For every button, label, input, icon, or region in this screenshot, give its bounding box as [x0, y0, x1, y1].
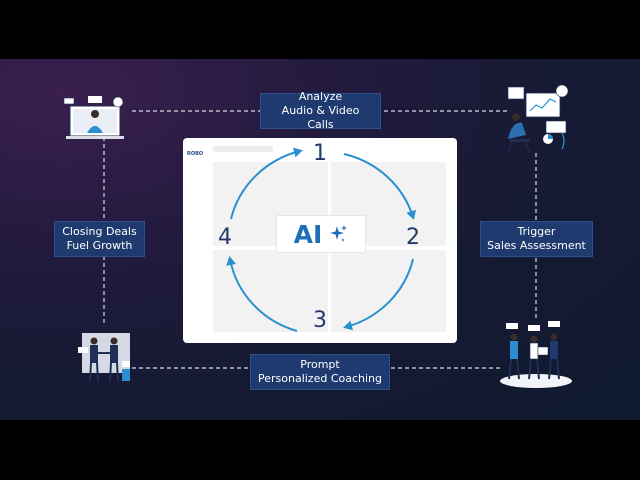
step-number-4: 4 — [218, 225, 232, 250]
step-2-title-line1: Trigger — [517, 225, 556, 238]
step-3-title-line1: Prompt — [300, 358, 340, 371]
arrow-3-to-4 — [226, 256, 298, 332]
card-header-bar — [213, 146, 273, 152]
team-meeting-icon — [500, 321, 572, 388]
card-pane-bottom-right — [331, 250, 446, 332]
card-logo: ROBO — [187, 151, 204, 157]
step-4-label: Closing Deals Fuel Growth — [54, 221, 145, 257]
step-number-3: 3 — [313, 308, 327, 333]
arrow-2-to-3 — [343, 258, 414, 331]
analytics-desk-icon — [507, 84, 569, 154]
step-1-label: Analyze Audio & Video Calls — [260, 90, 381, 131]
diagram-stage: Analyze Audio & Video Calls Trigger Sale… — [0, 59, 640, 420]
arrow-1-to-2 — [343, 153, 416, 220]
step-1-title-line2: Audio & Video Calls — [281, 104, 360, 131]
step-number-1: 1 — [313, 141, 327, 166]
video-call-icon — [63, 96, 124, 139]
step-4-title-line1: Closing Deals — [62, 225, 137, 238]
ai-label: AI — [293, 219, 323, 249]
step-2-label: Trigger Sales Assessment — [480, 221, 593, 257]
step-4-title-line2: Fuel Growth — [66, 239, 133, 252]
sparkle-icon — [330, 225, 348, 242]
step-3-title-line2: Personalized Coaching — [257, 372, 383, 385]
handshake-deal-icon — [78, 333, 130, 382]
step-1-title-line1: Analyze — [298, 90, 343, 103]
step-3-label: Prompt Personalized Coaching — [250, 354, 390, 390]
cycle-arrows — [226, 147, 416, 332]
step-2-title-line2: Sales Assessment — [487, 239, 586, 252]
arrow-4-to-1 — [230, 147, 303, 220]
ai-center-box: AI — [276, 215, 366, 253]
step-number-2: 2 — [406, 225, 420, 250]
